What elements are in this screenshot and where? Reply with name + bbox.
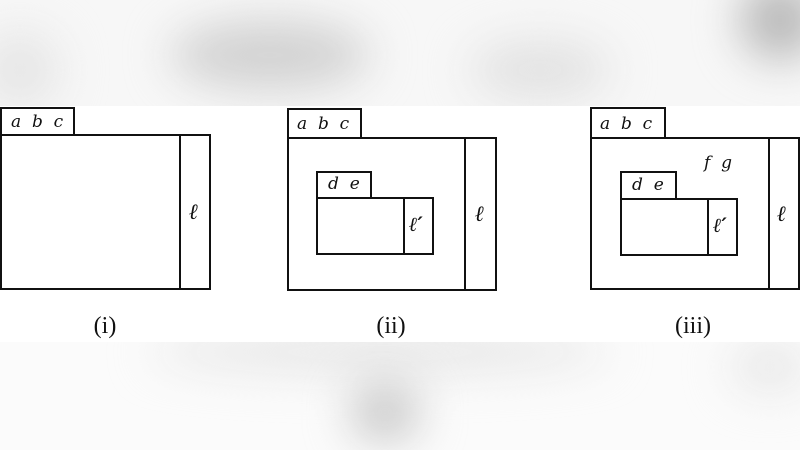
caption: (i)	[93, 313, 117, 339]
inner-tab	[316, 171, 372, 200]
blurred-backdrop-bottom	[0, 342, 800, 450]
inner-divider	[403, 197, 405, 255]
outer-tab	[0, 107, 75, 136]
outer-divider	[768, 137, 770, 290]
blur-blob	[150, 342, 610, 372]
outer-tab-label: a b c	[11, 112, 64, 132]
outer-divider	[464, 137, 466, 291]
blur-blob	[730, 342, 800, 392]
inner-side-label: ℓ′	[713, 213, 727, 237]
side-label: ℓ	[777, 201, 787, 227]
outer-divider	[179, 134, 181, 290]
inner-box	[316, 197, 434, 255]
inner-tab-label: d e	[632, 175, 664, 195]
blur-blob	[0, 30, 60, 106]
side-label: ℓ	[189, 199, 199, 225]
blur-blob	[470, 40, 610, 100]
blur-blob	[350, 382, 420, 442]
outer-tab-label: a b c	[600, 114, 653, 134]
caption: (ii)	[376, 313, 406, 339]
inner-tab-label: d e	[328, 174, 360, 194]
inner-box	[620, 198, 738, 256]
free-label: f g	[704, 153, 732, 173]
inner-divider	[707, 198, 709, 256]
blur-blob	[170, 20, 370, 90]
caption: (iii)	[675, 313, 711, 339]
blur-blob	[740, 0, 800, 60]
inner-side-label: ℓ′	[409, 212, 423, 236]
outer-tab-label: a b c	[297, 114, 350, 134]
outer-box	[0, 134, 211, 290]
blurred-backdrop-top	[0, 0, 800, 106]
side-label: ℓ	[475, 201, 485, 227]
